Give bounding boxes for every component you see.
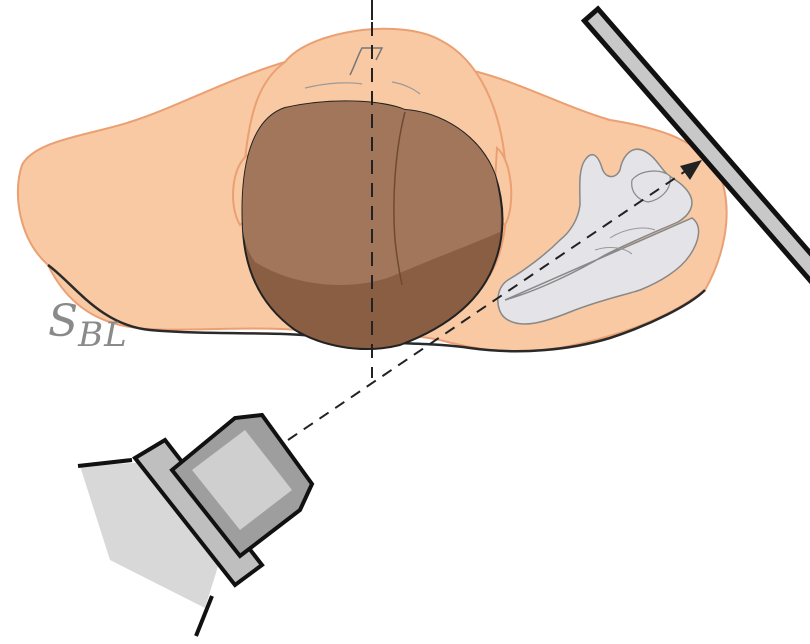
xray-tube bbox=[78, 415, 312, 636]
sbl-label-main: S bbox=[48, 296, 78, 347]
sbl-label: SBL bbox=[48, 300, 128, 344]
sbl-label-sub: BL bbox=[78, 315, 128, 355]
